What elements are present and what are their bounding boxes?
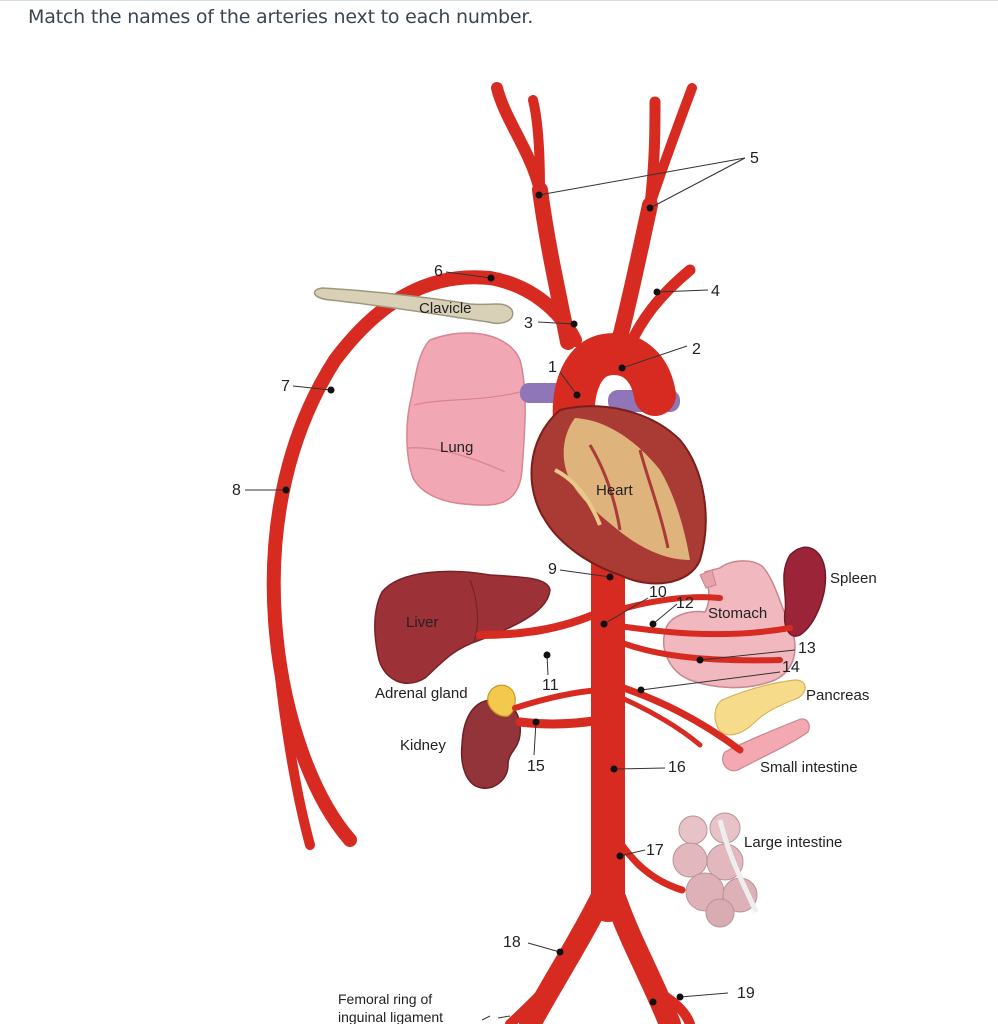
pancreas — [714, 679, 806, 736]
label-stomach: Stomach — [708, 605, 767, 622]
label-16: 16 — [668, 759, 686, 776]
label-13: 13 — [798, 640, 816, 657]
label-femoral-ring-line1: Femoral ring of — [338, 991, 432, 1007]
heart — [530, 405, 707, 585]
adrenal-gland — [487, 684, 516, 717]
small-intestine — [722, 718, 810, 772]
label-4: 4 — [711, 283, 720, 300]
leader-lines — [245, 157, 796, 998]
question-prompt: Match the names of the arteries next to … — [28, 6, 534, 28]
label-9: 9 — [548, 561, 557, 578]
label-19: 19 — [737, 985, 755, 1002]
label-clavicle: Clavicle — [419, 300, 472, 317]
label-femoral-ring-line2: inguinal ligament — [338, 1009, 443, 1024]
liver — [374, 570, 551, 684]
label-3: 3 — [524, 315, 533, 332]
label-small-intestine: Small intestine — [760, 759, 858, 776]
lung — [406, 332, 526, 506]
label-large-intestine: Large intestine — [744, 834, 842, 851]
label-1: 1 — [548, 359, 557, 376]
large-intestine — [672, 812, 759, 928]
femoral-ring-leader — [481, 1015, 511, 1021]
label-15: 15 — [527, 758, 545, 775]
leader-dots — [282, 191, 704, 1006]
label-12: 12 — [676, 595, 694, 612]
label-liver: Liver — [406, 614, 439, 631]
top-divider — [0, 0, 998, 1]
label-8: 8 — [232, 482, 241, 499]
clavicle — [313, 287, 514, 324]
label-14: 14 — [782, 659, 800, 676]
kidney — [460, 699, 521, 789]
label-10: 10 — [649, 584, 667, 601]
label-2: 2 — [692, 341, 701, 358]
spleen — [783, 546, 827, 637]
label-5: 5 — [750, 150, 759, 167]
label-lung: Lung — [440, 439, 473, 456]
label-pancreas: Pancreas — [806, 687, 869, 704]
label-7: 7 — [281, 378, 290, 395]
label-17: 17 — [646, 842, 664, 859]
label-adrenal-gland: Adrenal gland — [375, 685, 468, 702]
label-6: 6 — [434, 263, 443, 280]
label-18: 18 — [503, 934, 521, 951]
label-spleen: Spleen — [830, 570, 877, 587]
label-heart: Heart — [596, 482, 634, 499]
label-11: 11 — [542, 677, 559, 694]
label-kidney: Kidney — [400, 737, 446, 754]
stomach — [663, 560, 796, 689]
